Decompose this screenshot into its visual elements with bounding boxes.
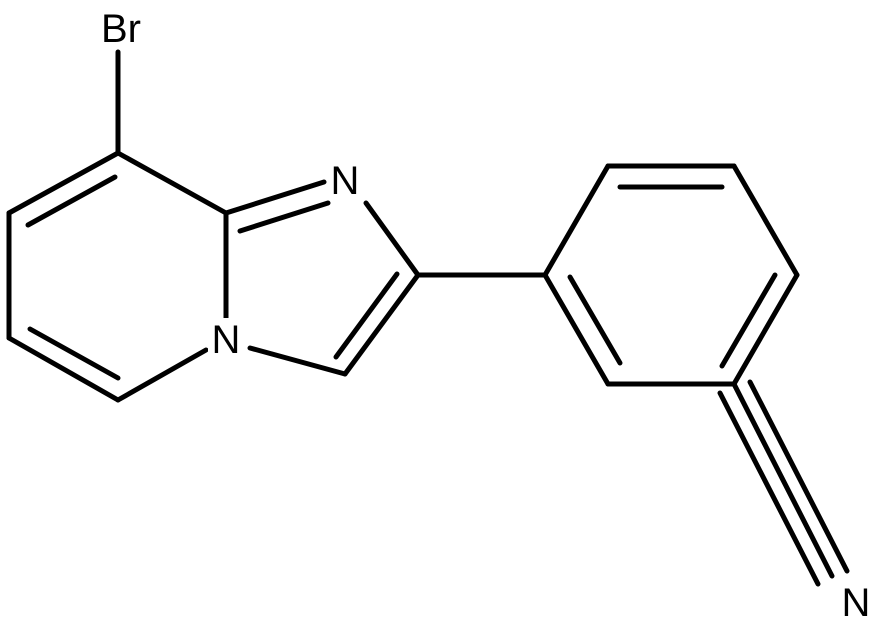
bond-ar4-ar5 bbox=[731, 272, 800, 387]
bond-ar1-ar2 bbox=[542, 163, 611, 278]
imidazole-ring bbox=[223, 179, 421, 377]
atom-label-imine-nitrogen: N bbox=[331, 159, 360, 203]
bond-ar4-ar5-inner bbox=[719, 272, 778, 369]
bond-c8-c7-inner bbox=[25, 174, 118, 228]
bond-c6-c5 bbox=[6, 335, 121, 403]
bond-c8a-n1-inner bbox=[237, 200, 331, 234]
bond-nitrile-1 bbox=[731, 381, 835, 579]
bond-ar6-ar1-inner bbox=[567, 274, 623, 366]
bond-n1-c2 bbox=[363, 200, 421, 278]
bond-c2-c3-inner bbox=[333, 271, 400, 360]
bond-c8a-n1 bbox=[223, 179, 327, 216]
bond-ar3-ar4 bbox=[731, 163, 800, 278]
bond-c5-n4 bbox=[115, 347, 209, 403]
atom-label-nitrile-nitrogen: N bbox=[842, 581, 871, 625]
nitrile-group bbox=[717, 379, 850, 587]
bond-c6-c5-inner bbox=[27, 326, 121, 381]
atom-label-bridgehead-nitrogen: N bbox=[212, 318, 241, 362]
atom-label-bromine: Br bbox=[101, 7, 141, 51]
benzene-ring bbox=[542, 163, 800, 387]
bond-ar6-ar1 bbox=[542, 272, 611, 387]
bond-c2-c3 bbox=[342, 272, 421, 377]
bond-nitrile-3 bbox=[717, 390, 821, 587]
bond-c8-c8a bbox=[115, 150, 229, 216]
bond-c3-n4 bbox=[247, 345, 348, 377]
bond-c8-c7 bbox=[6, 150, 121, 216]
bond-nitrile-2 bbox=[747, 379, 850, 574]
pyridine-ring bbox=[6, 150, 229, 403]
